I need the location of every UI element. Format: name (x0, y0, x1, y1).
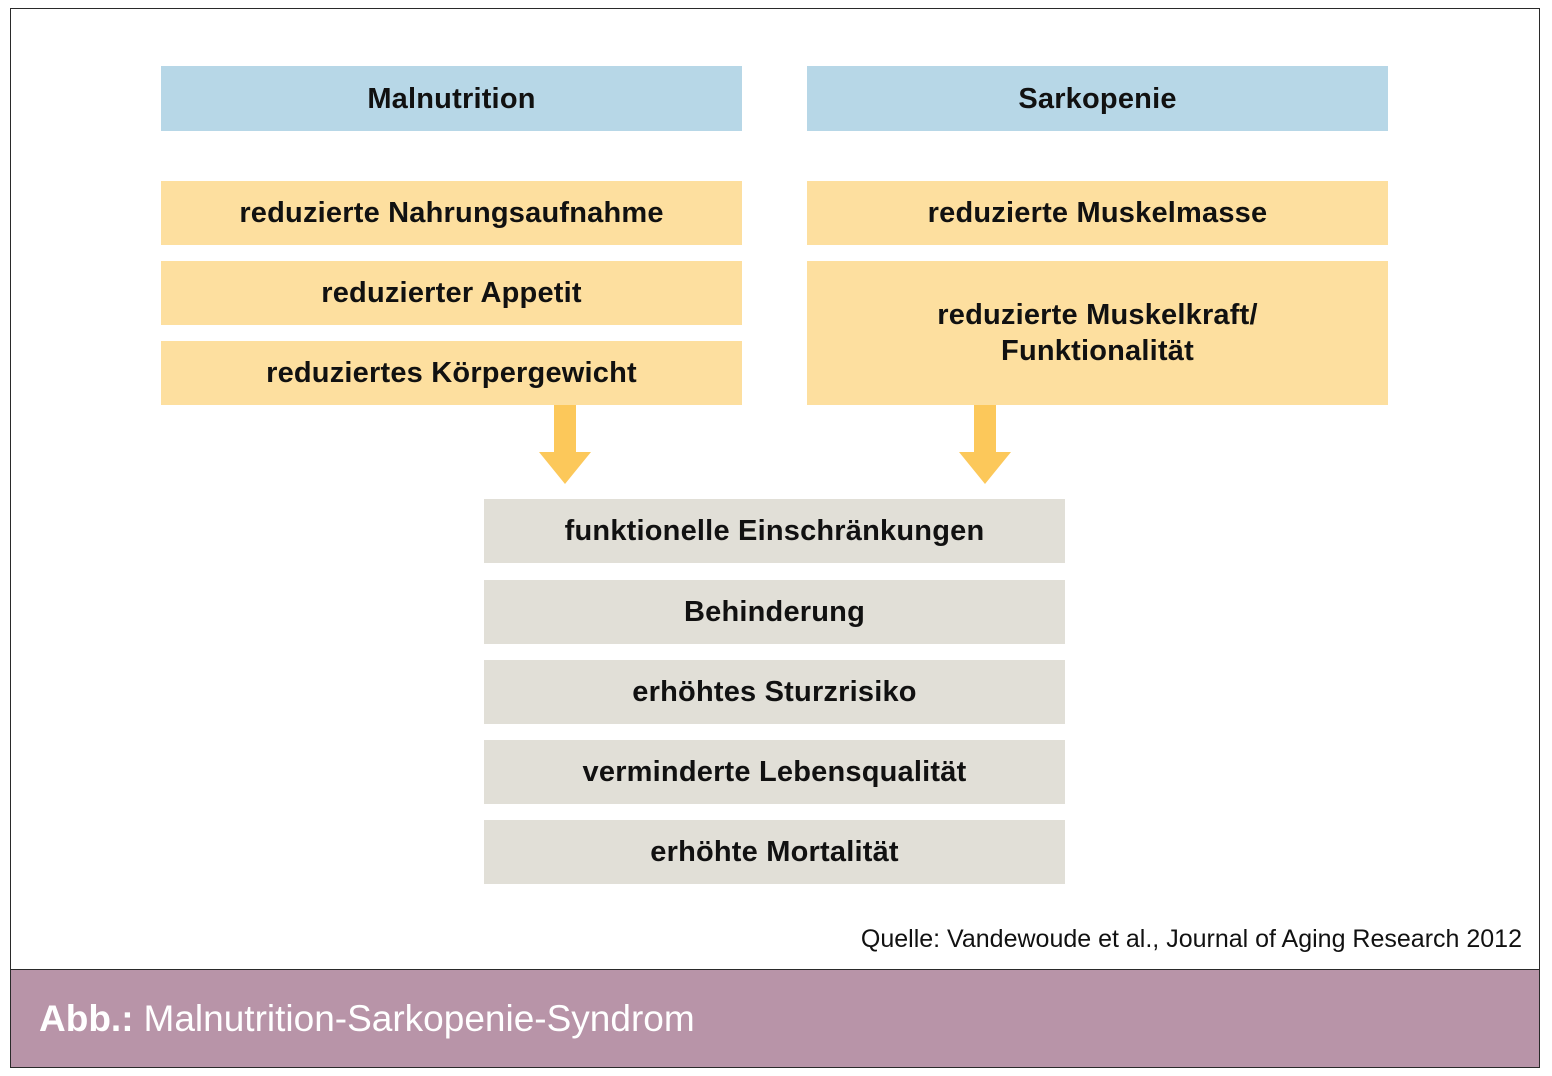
sarkopenie-item-reduced-muscle-mass: reduzierte Muskelmasse (807, 181, 1388, 245)
sarkopenie-item-reduced-muscle-strength: reduzierte Muskelkraft/ Funktionalität (807, 261, 1388, 405)
source-citation: Quelle: Vandewoude et al., Journal of Ag… (860, 925, 1522, 953)
arrow-left-shape (539, 405, 591, 484)
consequence-quality-of-life: verminderte Lebensqualität (484, 740, 1065, 804)
caption-prefix: Abb.: (39, 997, 134, 1039)
consequence-mortality: erhöhte Mortalität (484, 820, 1065, 884)
consequence-fall-risk: erhöhtes Sturzrisiko (484, 660, 1065, 724)
consequence-disability: Behinderung (484, 580, 1065, 644)
malnutrition-item-reduced-food-intake: reduzierte Nahrungsaufnahme (161, 181, 742, 245)
malnutrition-item-reduced-appetite: reduzierter Appetit (161, 261, 742, 325)
figure-caption: Abb.: Malnutrition-Sarkopenie-Syndrom (10, 969, 1540, 1068)
malnutrition-header: Malnutrition (161, 66, 742, 131)
malnutrition-item-reduced-body-weight: reduziertes Körpergewicht (161, 341, 742, 405)
arrow-right-shape (959, 405, 1011, 484)
caption-text: Malnutrition-Sarkopenie-Syndrom (143, 997, 695, 1039)
arrow-down-icon (959, 405, 1011, 484)
consequence-functional-limitations: funktionelle Einschränkungen (484, 499, 1065, 563)
sarkopenie-header: Sarkopenie (807, 66, 1388, 131)
arrow-down-icon (539, 405, 591, 484)
